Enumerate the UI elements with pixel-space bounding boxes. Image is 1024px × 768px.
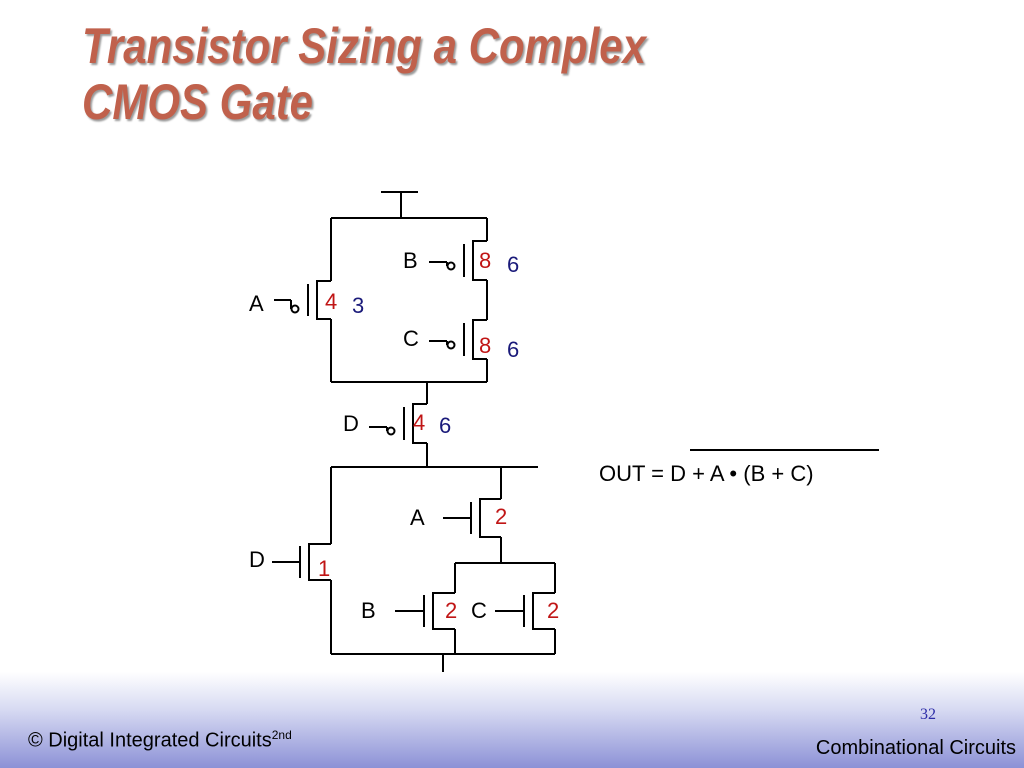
pmos-d-bubble	[386, 426, 396, 436]
nmos-d-gate-label: D	[249, 547, 265, 572]
pmos-c-bubble	[446, 340, 456, 350]
title-line-2: CMOS Gate	[82, 74, 314, 130]
pmos-d-gate-label: D	[343, 411, 359, 436]
pmos-d-alt-size: 6	[439, 413, 451, 438]
nmos-a-channel	[479, 498, 501, 538]
pmos-a-size: 4	[325, 289, 337, 314]
pmos-c-size: 8	[479, 333, 491, 358]
nmos-b-size: 2	[445, 598, 457, 623]
edition-superscript: 2nd	[271, 728, 292, 742]
pmos-a-bubble	[290, 304, 300, 314]
nmos-d-size: 1	[318, 556, 330, 581]
nmos-a-size: 2	[495, 504, 507, 529]
copyright-text: © Digital Integrated Circuits	[28, 729, 272, 752]
pmos-d-size: 4	[413, 410, 425, 435]
pmos-c-gate-label: C	[403, 326, 419, 351]
nmos-c-gate-label: C	[471, 598, 487, 623]
pmos-b-alt-size: 6	[507, 252, 519, 277]
nmos-c-size: 2	[547, 598, 559, 623]
pmos-b-channel	[472, 240, 487, 281]
footer-band	[0, 672, 1024, 768]
page-number: 32	[920, 706, 936, 723]
nmos-d-channel	[308, 543, 331, 581]
slide-title: Transistor Sizing a Complex CMOS Gate	[82, 18, 646, 130]
pmos-b-gate-label: B	[403, 248, 418, 273]
nmos-c-channel	[532, 592, 555, 630]
nmos-b-gate-label: B	[361, 598, 376, 623]
circuit-wires	[272, 191, 879, 689]
pmos-c-channel	[472, 319, 487, 360]
pmos-a-gate-label: A	[249, 291, 264, 316]
pmos-a-alt-size: 3	[352, 293, 364, 318]
pmos-b-size: 8	[479, 248, 491, 273]
nmos-a-gate-label: A	[410, 505, 425, 530]
pmos-c-alt-size: 6	[507, 337, 519, 362]
output-equation: OUT = D + A • (B + C)	[599, 461, 814, 486]
pmos-b-bubble	[446, 261, 456, 271]
pmos-d-channel	[412, 403, 427, 444]
nmos-b-channel	[432, 592, 455, 630]
section-title: Combinational Circuits	[815, 737, 1016, 759]
pmos-a-channel	[316, 280, 331, 320]
copyright-notice: © Digital Integrated Circuits2nd	[28, 728, 292, 753]
title-line-1: Transistor Sizing a Complex	[82, 18, 647, 74]
